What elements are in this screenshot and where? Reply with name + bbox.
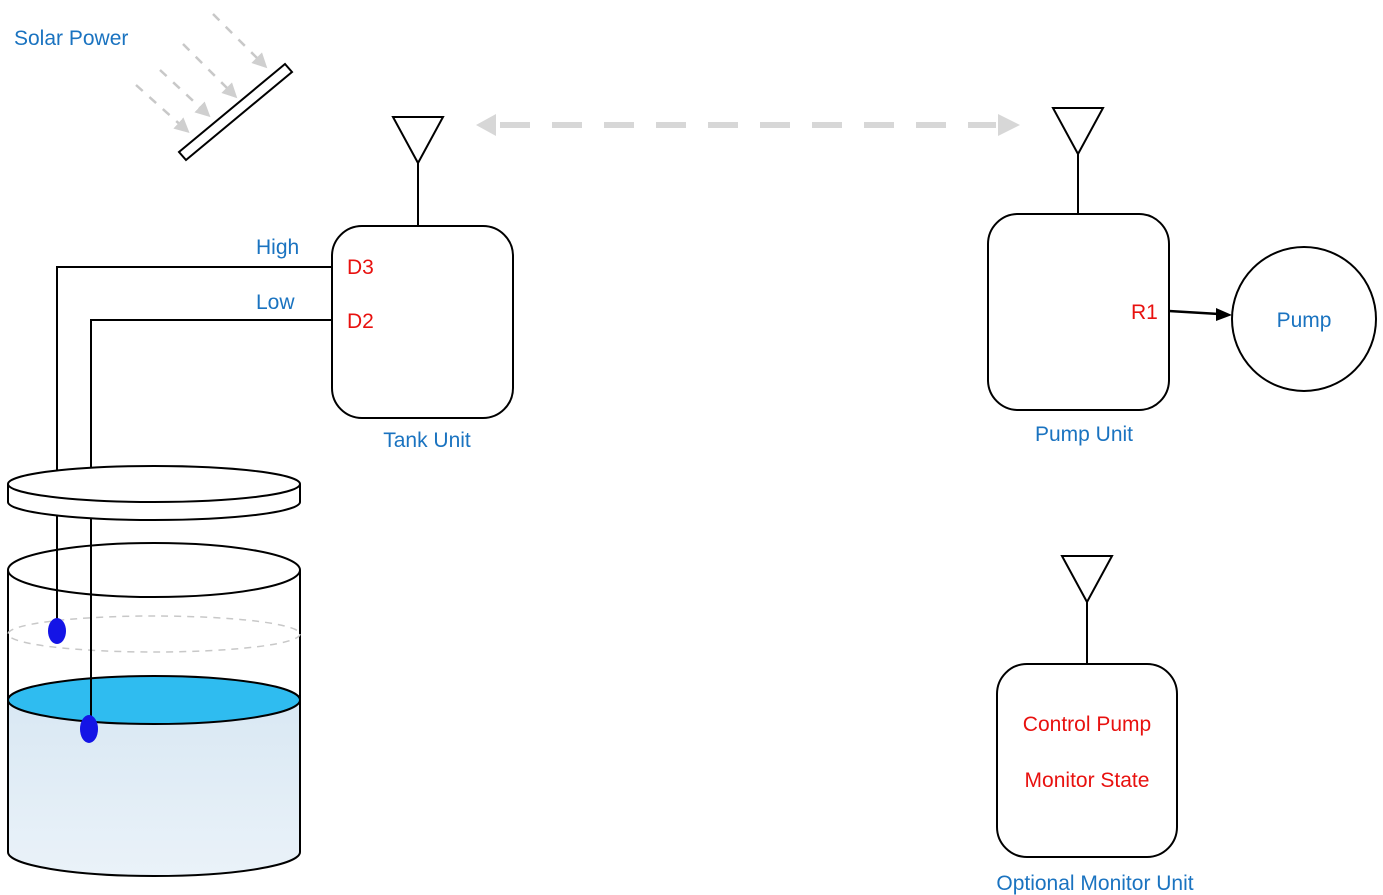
monitor-unit-box	[996, 663, 1178, 858]
low-level-sensor	[80, 715, 98, 743]
high-level-sensor	[48, 618, 66, 644]
pin-r1-label: R1	[1131, 301, 1158, 324]
wireless-link	[476, 114, 1020, 136]
solar-power-label: Solar Power	[14, 27, 128, 50]
pump-label: Pump	[1277, 309, 1332, 332]
antenna-icon	[1060, 555, 1114, 664]
monitor-line-control-pump: Control Pump	[1023, 713, 1151, 736]
tank-unit-label: Tank Unit	[383, 429, 471, 452]
optional-monitor-unit-label: Optional Monitor Unit	[996, 872, 1193, 895]
water-tank-icon	[7, 465, 301, 877]
pin-d3-label: D3	[347, 256, 374, 279]
solar-panel-icon	[135, 13, 294, 162]
tank-unit-box	[331, 225, 514, 419]
high-wire-label: High	[256, 236, 299, 259]
pump-icon	[1231, 246, 1377, 392]
pump-unit-label: Pump Unit	[1035, 423, 1133, 446]
low-wire-label: Low	[256, 291, 295, 314]
antenna-icon	[391, 116, 445, 226]
monitor-line-monitor-state: Monitor State	[1025, 769, 1150, 792]
relay-arrow	[1168, 308, 1232, 321]
pin-d2-label: D2	[347, 310, 374, 333]
antenna-icon	[1051, 107, 1105, 214]
